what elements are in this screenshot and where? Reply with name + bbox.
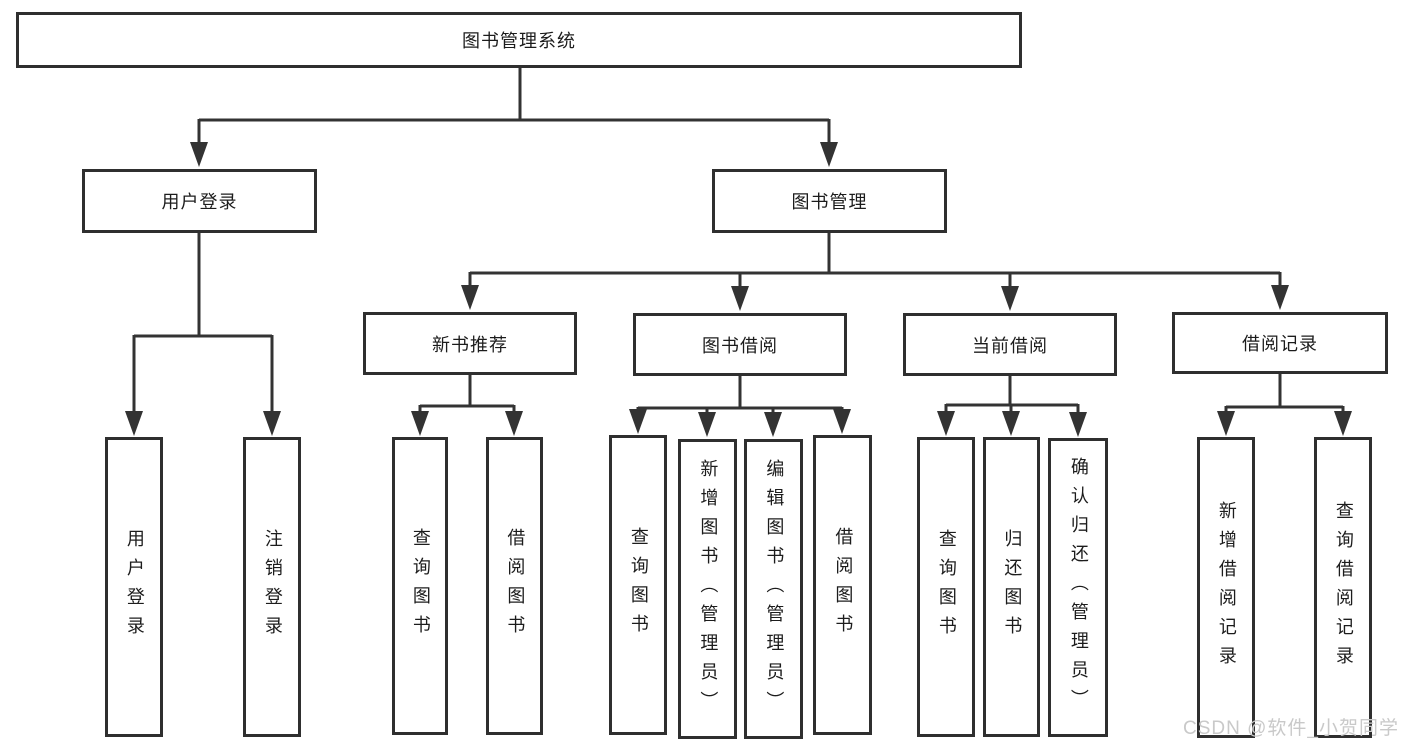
arrowheads — [125, 142, 1352, 437]
connector-user-login-to-children — [132, 233, 274, 414]
node-label: 查询借阅记录 — [1333, 500, 1354, 675]
arrow-icon — [1334, 411, 1352, 436]
node-user-login-action: 用户登录 — [105, 437, 163, 737]
arrow-icon — [263, 411, 281, 436]
node-current-borrowing: 当前借阅 — [903, 313, 1117, 376]
arrow-icon — [629, 409, 647, 434]
arrow-icon — [1069, 412, 1087, 437]
node-add-books-admin: 新增图书（管理员） — [678, 439, 737, 739]
node-query-books-recommend: 查询图书 — [392, 437, 448, 735]
node-label: 图书借阅 — [702, 335, 778, 356]
node-label: 新增图书（管理员） — [698, 458, 719, 720]
node-label: 新增借阅记录 — [1216, 500, 1237, 675]
arrow-icon — [1271, 285, 1289, 310]
node-label: 查询图书 — [628, 527, 649, 643]
arrow-icon — [820, 142, 838, 167]
arrow-icon — [1001, 286, 1019, 311]
arrow-icon — [125, 411, 143, 436]
node-borrowing-records: 借阅记录 — [1172, 312, 1388, 374]
arrow-icon — [764, 412, 782, 437]
arrow-icon — [698, 412, 716, 437]
watermark: CSDN @软件_小贺同学 — [1183, 718, 1399, 739]
node-new-book-recommendation: 新书推荐 — [363, 312, 577, 375]
node-label: 借阅记录 — [1242, 334, 1318, 354]
connector-root-to-level2 — [197, 68, 831, 146]
arrow-icon — [937, 411, 955, 436]
node-edit-books-admin: 编辑图书（管理员） — [744, 439, 803, 739]
connector-records-to-children — [1224, 374, 1345, 414]
arrow-icon — [1002, 411, 1020, 436]
node-return-books: 归还图书 — [983, 437, 1040, 737]
connector-book-borrowing-to-children — [636, 376, 844, 415]
node-confirm-return-admin: 确认归还（管理员） — [1048, 438, 1108, 737]
node-borrow-books-action: 借阅图书 — [813, 435, 872, 735]
node-label: 注销登录 — [262, 529, 283, 645]
node-label: 借阅图书 — [505, 528, 526, 644]
node-label: 用户登录 — [124, 529, 145, 645]
node-borrow-books-recommend: 借阅图书 — [486, 437, 543, 735]
connector-current-borrowing-to-children — [944, 376, 1080, 414]
node-user-login: 用户登录 — [82, 169, 317, 233]
connector-book-management-to-sections — [468, 233, 1282, 290]
node-label: 图书管理系统 — [462, 31, 576, 51]
node-label: 借阅图书 — [833, 527, 854, 643]
node-label: 新书推荐 — [432, 334, 508, 355]
node-query-books-borrow: 查询图书 — [609, 435, 667, 735]
node-query-borrow-record: 查询借阅记录 — [1314, 437, 1372, 738]
node-logout-action: 注销登录 — [243, 437, 301, 737]
node-label: 当前借阅 — [972, 335, 1048, 356]
node-label: 图书管理 — [791, 192, 868, 212]
node-label: 编辑图书（管理员） — [764, 458, 785, 720]
arrow-icon — [505, 411, 523, 436]
node-book-management: 图书管理 — [712, 169, 947, 233]
node-label: 用户登录 — [161, 192, 238, 212]
arrow-icon — [833, 409, 851, 434]
node-add-borrow-record: 新增借阅记录 — [1197, 437, 1255, 738]
node-label: 查询图书 — [410, 528, 431, 644]
node-query-books-current: 查询图书 — [917, 437, 975, 737]
arrow-icon — [411, 411, 429, 436]
arrow-icon — [731, 286, 749, 311]
node-root: 图书管理系统 — [16, 12, 1022, 68]
arrow-icon — [190, 142, 208, 167]
arrow-icon — [461, 285, 479, 310]
node-label: 查询图书 — [936, 529, 957, 645]
node-label: 确认归还（管理员） — [1068, 457, 1089, 718]
arrow-icon — [1217, 411, 1235, 436]
node-label: 归还图书 — [1002, 529, 1023, 645]
connector-new-book-to-children — [418, 375, 516, 414]
node-book-borrowing: 图书借阅 — [633, 313, 847, 376]
